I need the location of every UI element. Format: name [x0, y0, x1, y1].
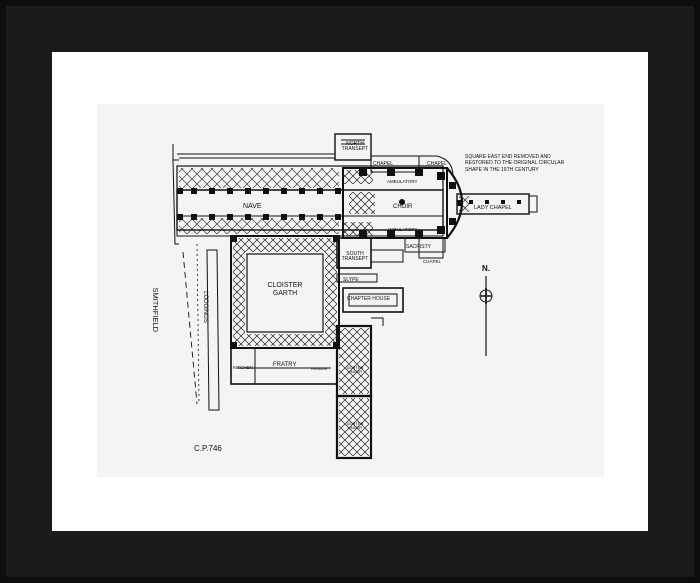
label-smithfield: SMITHFIELD — [151, 287, 161, 333]
label-kitchen: KITCHEN — [233, 365, 253, 370]
label-ambulatory-south: AMBULATORY — [387, 227, 418, 232]
label-south-transept: SOUTH TRANSEPT — [341, 251, 369, 262]
label-chapel-north-2: CHAPEL — [427, 161, 448, 167]
label-dorter-upper: DORTER UNDER — [346, 365, 364, 374]
vaulting-hatching — [179, 168, 469, 456]
restoration-note: SQUARE EAST END REMOVED AND RESTORED TO … — [465, 154, 565, 173]
label-choir: CHOIR — [393, 204, 413, 210]
label-cloister-garth: CLOISTER GARTH — [267, 282, 303, 298]
label-nave: NAVE — [243, 203, 262, 210]
label-fratry: FRATRY — [273, 362, 297, 368]
label-dorter-lower: DORTER UNDER — [346, 421, 364, 430]
pier-markers — [177, 168, 521, 348]
label-lady-chapel: LADY CHAPEL — [474, 205, 512, 211]
label-chapel-north: CHAPEL — [373, 161, 394, 167]
label-lodgings: LODGINGS — [201, 291, 208, 323]
north-arrow-label: N. — [482, 264, 490, 273]
label-slype: SLYPE — [343, 277, 359, 283]
floor-plan-drawing — [172, 133, 538, 460]
label-ambulatory-north: AMBULATORY — [387, 179, 418, 184]
label-chapel-south: CHAPEL — [423, 259, 442, 264]
label-passage: PASSAGE — [311, 367, 328, 371]
label-north-transept: NORTH TRANSEPT — [341, 141, 369, 152]
label-sacristy: SACRISTY — [406, 244, 432, 250]
label-chapter-house: CHAPTER HOUSE — [347, 296, 391, 302]
catalogue-number: C.P.746 — [194, 444, 222, 453]
floor-plan-print: NORTH TRANSEPT CHAPEL CHAPEL NAVE CHOIR … — [97, 104, 604, 477]
